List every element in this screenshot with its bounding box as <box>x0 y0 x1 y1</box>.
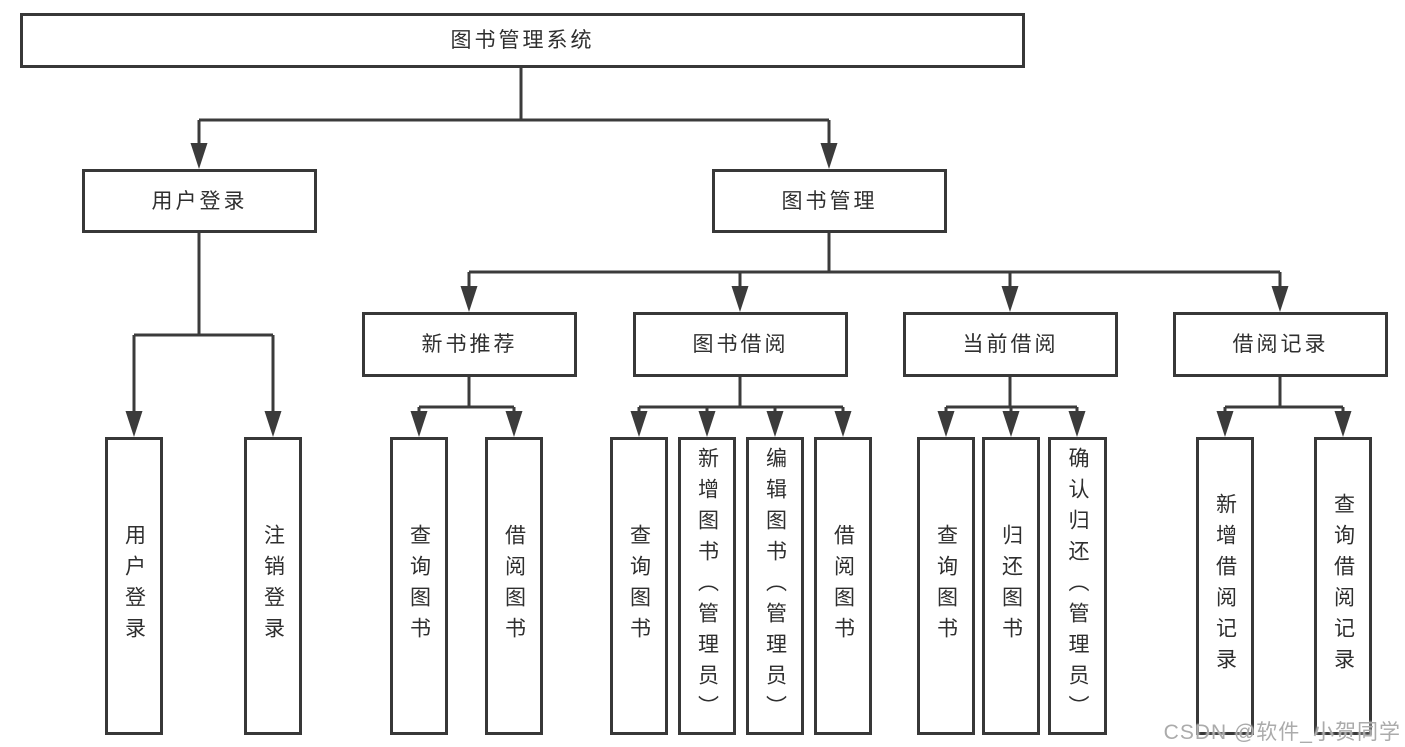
edge-new-book-children <box>410 377 523 437</box>
leaf-confirm-return-admin: 确认归还（管理员） <box>1048 437 1107 735</box>
leaf-borrow-books-1: 借阅图书 <box>485 437 543 735</box>
edge-root-to-level2 <box>190 68 838 169</box>
leaf-query-books-1: 查询图书 <box>390 437 448 735</box>
csdn-watermark: CSDN @软件_小贺同学 <box>1163 721 1401 744</box>
leaf-return-books: 归还图书 <box>982 437 1040 735</box>
node-book-borrow: 图书借阅 <box>633 312 848 377</box>
node-root: 图书管理系统 <box>20 13 1025 68</box>
node-new-book-rec: 新书推荐 <box>362 312 577 377</box>
node-borrow-records: 借阅记录 <box>1173 312 1388 377</box>
leaf-logout: 注销登录 <box>244 437 302 735</box>
leaf-edit-books-admin: 编辑图书（管理员） <box>746 437 804 735</box>
leaf-borrow-books-2: 借阅图书 <box>814 437 872 735</box>
leaf-query-borrow-record: 查询借阅记录 <box>1314 437 1372 735</box>
leaf-query-books-2: 查询图书 <box>610 437 668 735</box>
leaf-add-borrow-record: 新增借阅记录 <box>1196 437 1254 735</box>
node-current-borrow: 当前借阅 <box>903 312 1118 377</box>
leaf-add-books-admin: 新增图书（管理员） <box>678 437 736 735</box>
edge-book-mgmt-children <box>460 233 1289 312</box>
edge-user-login-children <box>125 233 282 437</box>
edge-borrow-records-children <box>1216 377 1352 437</box>
edge-current-borrow-children <box>937 377 1086 437</box>
edge-book-borrow-children <box>630 377 852 437</box>
leaf-query-books-3: 查询图书 <box>917 437 975 735</box>
node-user-login-branch: 用户登录 <box>82 169 317 233</box>
node-book-mgmt-branch: 图书管理 <box>712 169 947 233</box>
leaf-user-login: 用户登录 <box>105 437 163 735</box>
